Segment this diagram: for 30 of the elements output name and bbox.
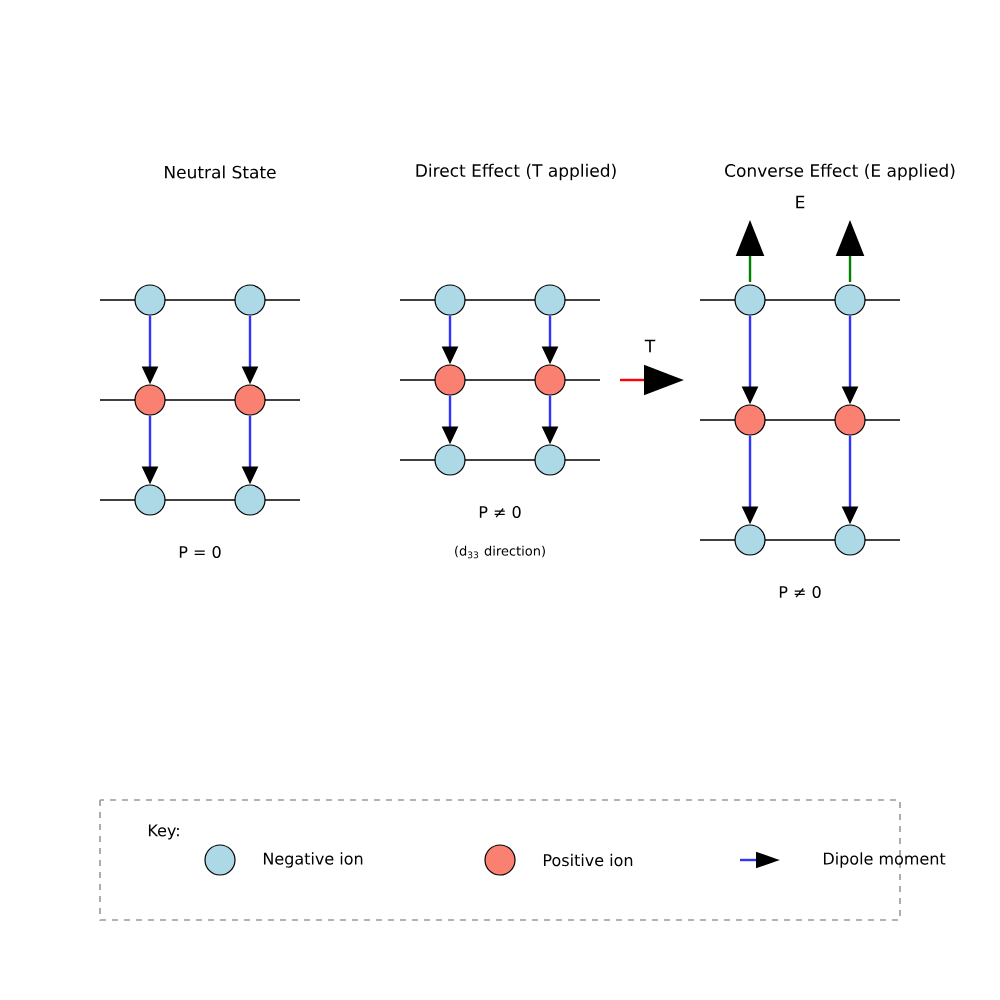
negative-ion: [534, 444, 566, 476]
legend-label: Dipole moment: [824, 852, 946, 868]
field-label: E: [796, 195, 805, 209]
polarization-label: P ≠ 0: [779, 585, 821, 599]
force-label: T: [644, 339, 656, 353]
panel-title: Converse Effect (E applied): [725, 163, 955, 181]
positive-ion: [434, 364, 466, 396]
legend-label: Positive ion: [544, 853, 633, 867]
negative-ion: [134, 484, 166, 516]
negative-ion: [834, 284, 866, 316]
negative-ion: [534, 284, 566, 316]
polarization-label: P = 0: [179, 545, 221, 559]
negative-ion: [734, 284, 766, 316]
polarization-label: P ≠ 0: [479, 505, 521, 519]
positive-ion: [234, 384, 266, 416]
negative-ion: [134, 284, 166, 316]
negative-ion: [234, 484, 266, 516]
legend-label: Negative ion: [263, 852, 363, 868]
negative-ion: [834, 524, 866, 556]
positive-ion: [734, 404, 766, 436]
positive-ion: [834, 404, 866, 436]
positive-ion: [134, 384, 166, 416]
negative-ion: [734, 524, 766, 556]
panel-title: Neutral State: [165, 165, 276, 179]
panel-title: Direct Effect (T applied): [416, 163, 616, 181]
negative-ion: [434, 284, 466, 316]
key-heading: Key:: [148, 824, 179, 840]
negative-ion: [434, 444, 466, 476]
positive-ion: [534, 364, 566, 396]
negative-ion: [234, 284, 266, 316]
